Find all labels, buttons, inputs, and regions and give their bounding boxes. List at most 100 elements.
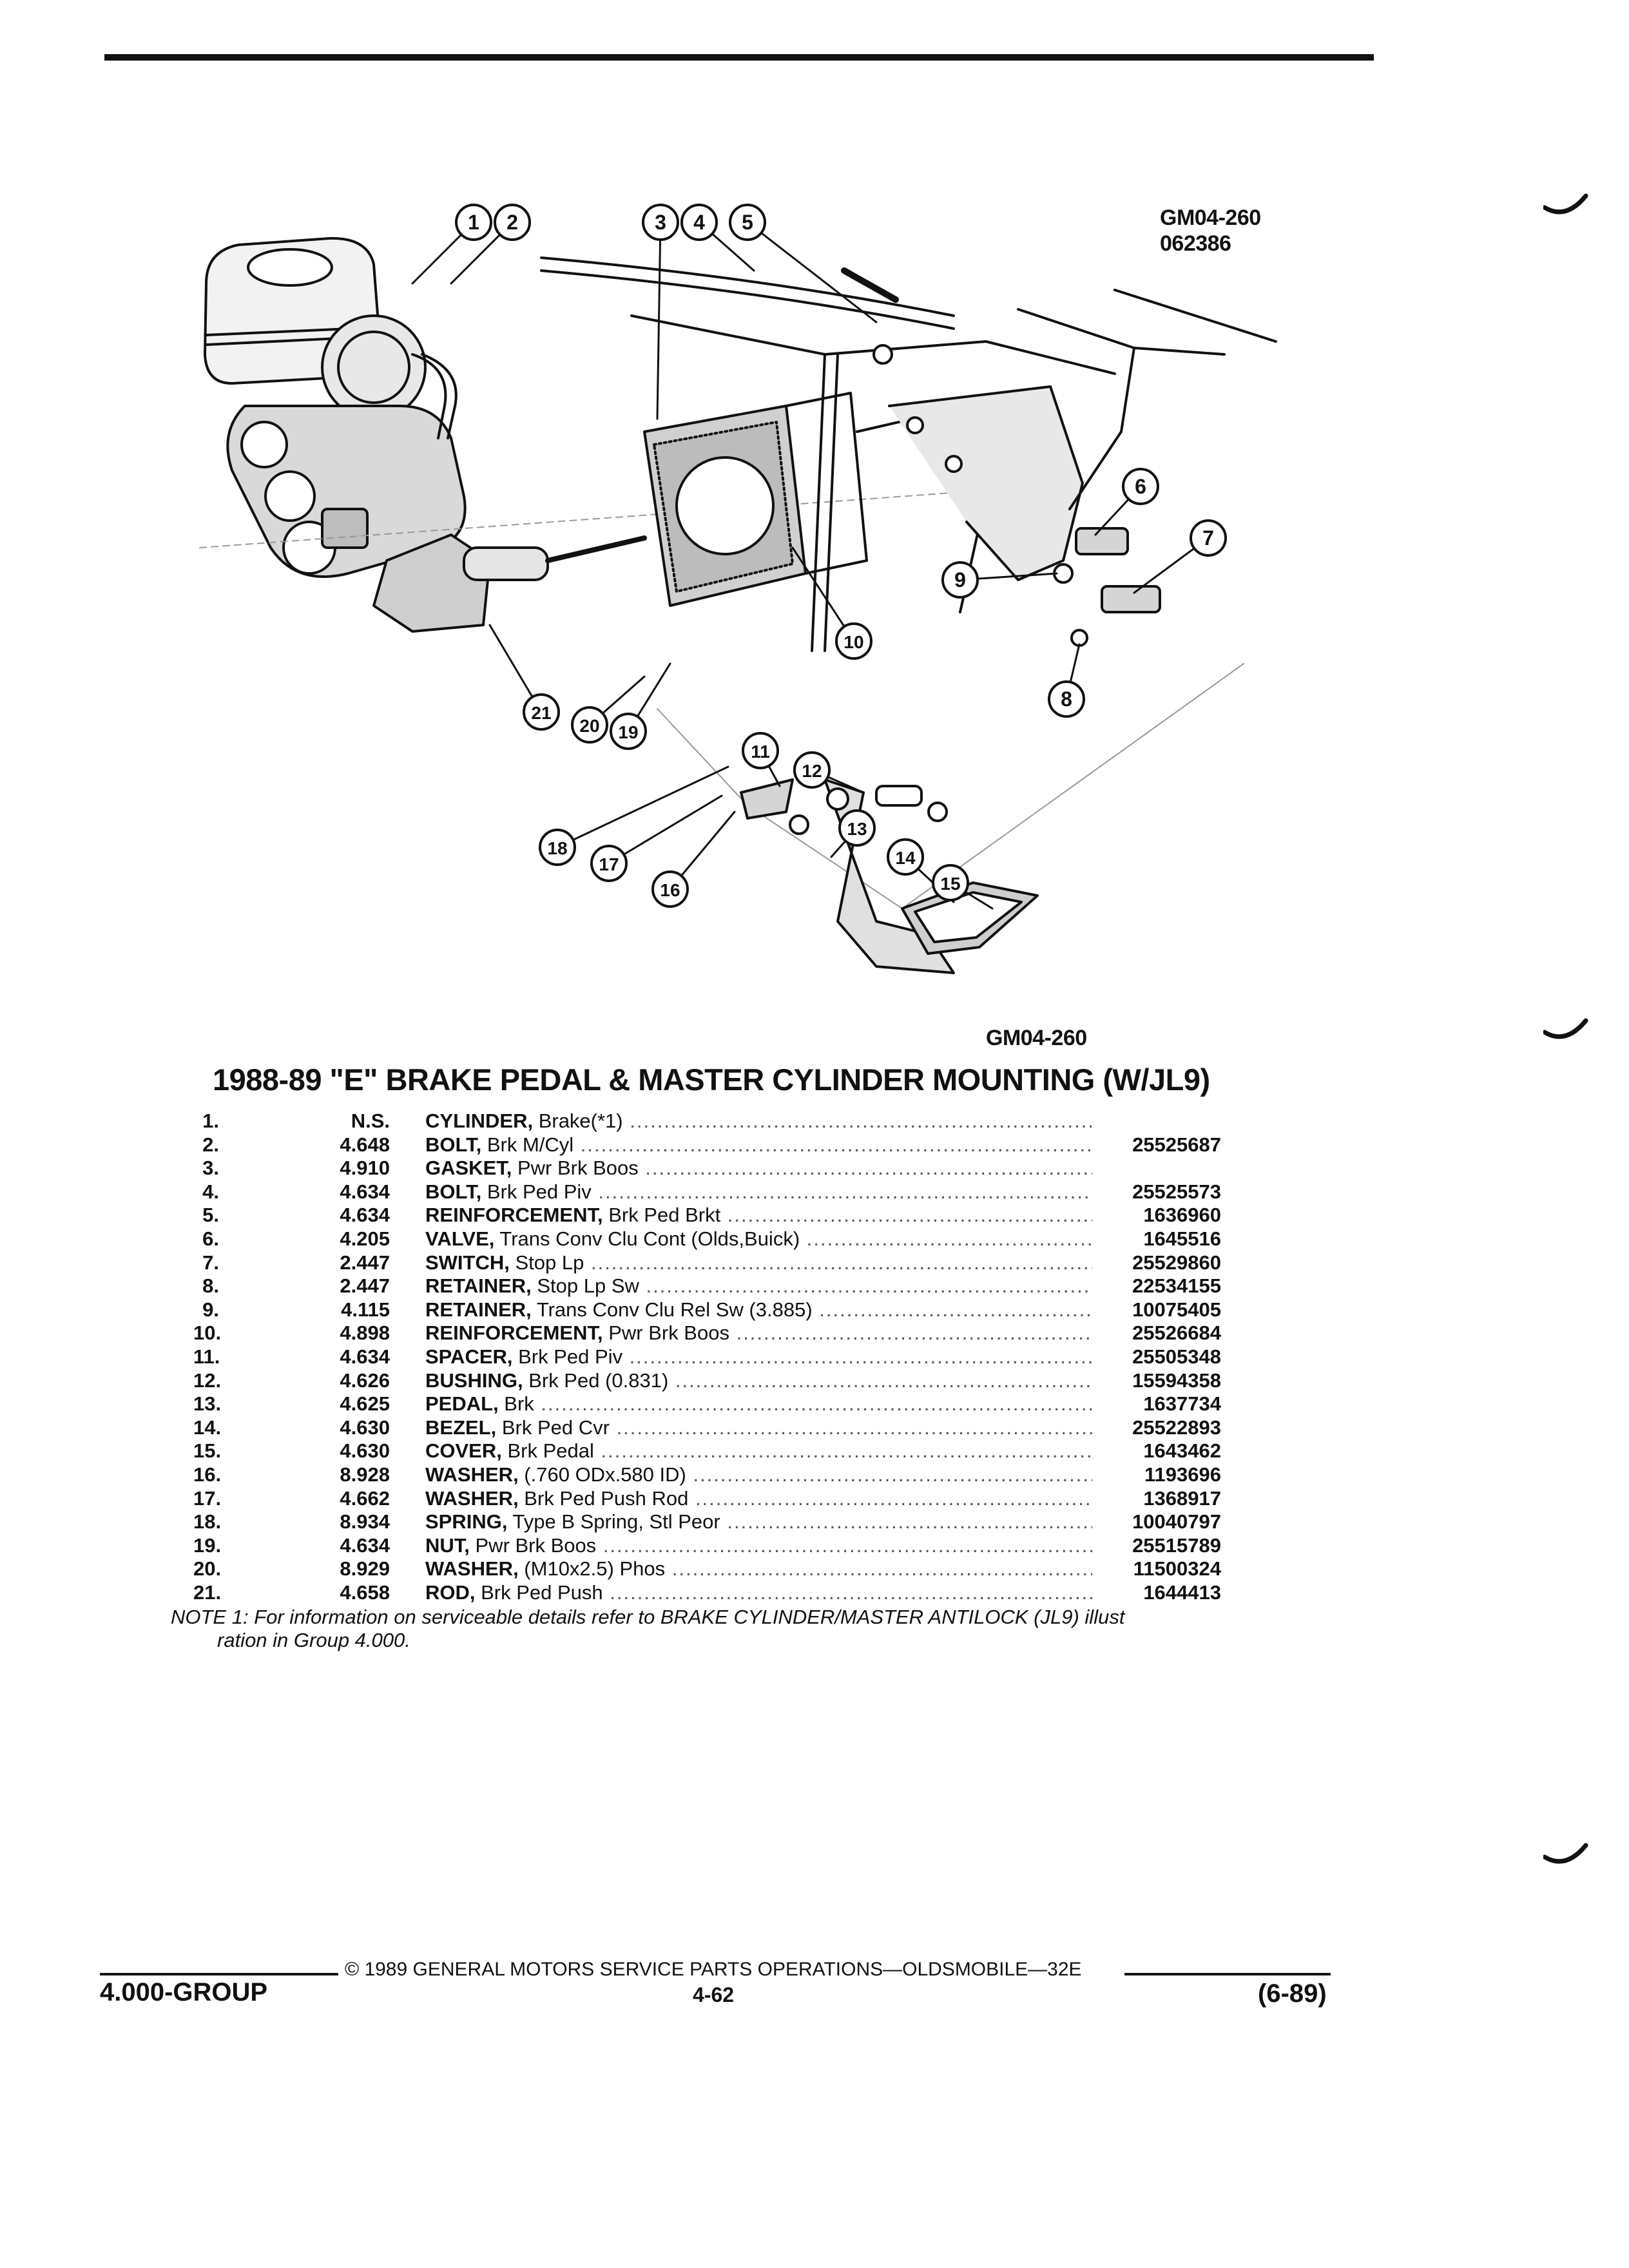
item-number: 9. bbox=[202, 1298, 219, 1321]
callout-5: 5 bbox=[729, 204, 878, 323]
part-name: SPRING, bbox=[425, 1510, 508, 1533]
part-description: NUT, Pwr Brk Boos ......................… bbox=[390, 1534, 1092, 1558]
part-description: ROD, Brk Ped Push ......................… bbox=[390, 1581, 1092, 1605]
part-detail: Brk bbox=[498, 1392, 534, 1416]
group-number: 4.648 bbox=[340, 1133, 390, 1156]
leader-dots: ........................................… bbox=[695, 1486, 1092, 1510]
part-name: NUT, bbox=[425, 1533, 470, 1557]
callout-number: 7 bbox=[1202, 526, 1214, 550]
callout-16: 16 bbox=[651, 811, 736, 908]
item-number: 17. bbox=[193, 1486, 222, 1510]
callout-circle bbox=[1122, 468, 1159, 505]
footnote: NOTE 1: For information on serviceable d… bbox=[171, 1606, 1318, 1652]
item-number: 11. bbox=[193, 1345, 220, 1368]
callout-8: 8 bbox=[1048, 643, 1085, 718]
item-number: 1. bbox=[202, 1110, 219, 1132]
callout-1: 1 bbox=[411, 204, 492, 285]
leader-dots: ........................................… bbox=[675, 1369, 1092, 1392]
parts-row: 1.N.S.CYLINDER, Brake(*1) ..............… bbox=[193, 1110, 1224, 1133]
group-number: 4.630 bbox=[340, 1439, 390, 1463]
item-number: 16. bbox=[193, 1463, 222, 1486]
callout-leader-line bbox=[556, 765, 729, 849]
group-number: 8.934 bbox=[340, 1510, 390, 1533]
part-description: WASHER, (M10x2.5) Phos .................… bbox=[390, 1557, 1092, 1581]
part-number: 1643462 bbox=[1143, 1439, 1221, 1463]
item-number: 10. bbox=[193, 1321, 222, 1345]
part-number: 1636960 bbox=[1143, 1204, 1221, 1227]
callout-15: 15 bbox=[932, 864, 994, 910]
part-name: BOLT, bbox=[425, 1180, 482, 1203]
callout-circle bbox=[838, 809, 876, 847]
master-cylinder-illustration bbox=[204, 236, 467, 578]
callout-number: 21 bbox=[531, 703, 551, 723]
item-number: 7. bbox=[202, 1251, 219, 1274]
callout-2: 2 bbox=[450, 204, 531, 285]
leader-dots: ........................................… bbox=[616, 1416, 1092, 1439]
item-number: 5. bbox=[202, 1204, 219, 1227]
leader-dots: ........................................… bbox=[819, 1298, 1092, 1321]
callout-14: 14 bbox=[887, 838, 955, 903]
callout-6: 6 bbox=[1094, 468, 1159, 536]
footnote-line-2: ration in Group 4.000. bbox=[217, 1629, 410, 1651]
group-number: N.S. bbox=[351, 1110, 390, 1132]
part-number: 25529860 bbox=[1132, 1251, 1221, 1274]
part-name: RETAINER, bbox=[425, 1298, 532, 1321]
margin-check-mark bbox=[1543, 1018, 1588, 1039]
callout-circle bbox=[651, 870, 689, 908]
callout-circle bbox=[455, 204, 492, 241]
part-detail: Brk Ped Cvr bbox=[496, 1416, 610, 1439]
item-number: 18. bbox=[193, 1510, 222, 1533]
part-description: WASHER, Brk Ped Push Rod ...............… bbox=[390, 1487, 1092, 1511]
item-number: 20. bbox=[193, 1557, 222, 1581]
callout-number: 16 bbox=[660, 880, 680, 900]
part-detail: Brk Ped Brkt bbox=[602, 1204, 721, 1227]
leader-dots: ........................................… bbox=[727, 1510, 1092, 1533]
brake-pedal-illustration bbox=[657, 663, 1244, 974]
callout-number: 4 bbox=[693, 211, 705, 234]
group-number: 4.658 bbox=[340, 1581, 390, 1604]
callout-circle bbox=[610, 713, 647, 750]
part-description: COVER, Brk Pedal .......................… bbox=[390, 1439, 1092, 1463]
footer-date: (6-89) bbox=[1258, 1979, 1327, 2008]
part-detail: (M10x2.5) Phos bbox=[518, 1557, 666, 1581]
part-description: BEZEL, Brk Ped Cvr .....................… bbox=[390, 1416, 1092, 1440]
leader-dots: ........................................… bbox=[806, 1227, 1092, 1250]
callout-number: 19 bbox=[618, 722, 638, 742]
part-number: 1193696 bbox=[1144, 1463, 1221, 1486]
callout-circle bbox=[835, 622, 872, 660]
callout-number: 5 bbox=[742, 211, 753, 234]
callout-leader-line bbox=[608, 794, 723, 865]
callout-10: 10 bbox=[791, 546, 872, 660]
part-name: REINFORCEMENT, bbox=[425, 1204, 603, 1227]
leader-dots: ........................................… bbox=[629, 1345, 1092, 1368]
part-number: 25525687 bbox=[1132, 1133, 1221, 1156]
callout-number: 14 bbox=[895, 848, 916, 868]
callout-number: 11 bbox=[751, 742, 770, 762]
callout-circle bbox=[887, 838, 924, 876]
group-number: 4.662 bbox=[340, 1486, 390, 1510]
part-detail: Trans Conv Clu Rel Sw (3.885) bbox=[531, 1298, 813, 1321]
part-detail: Brk Ped (0.831) bbox=[523, 1369, 669, 1392]
callout-17: 17 bbox=[590, 794, 723, 882]
group-number: 4.115 bbox=[341, 1298, 390, 1321]
part-name: ROD, bbox=[425, 1581, 476, 1604]
callout-number: 3 bbox=[655, 211, 666, 234]
callout-circle bbox=[590, 845, 628, 882]
leader-dots: ........................................… bbox=[630, 1110, 1092, 1132]
item-number: 12. bbox=[193, 1369, 222, 1392]
part-description: PEDAL, Brk .............................… bbox=[390, 1392, 1092, 1416]
item-number: 6. bbox=[202, 1227, 219, 1250]
copyright-line: © 1989 GENERAL MOTORS SERVICE PARTS OPER… bbox=[345, 1959, 1082, 1980]
part-name: WASHER, bbox=[425, 1463, 519, 1486]
group-number: 2.447 bbox=[340, 1251, 390, 1274]
callout-3: 3 bbox=[642, 204, 679, 420]
part-number: 10040797 bbox=[1132, 1510, 1221, 1533]
